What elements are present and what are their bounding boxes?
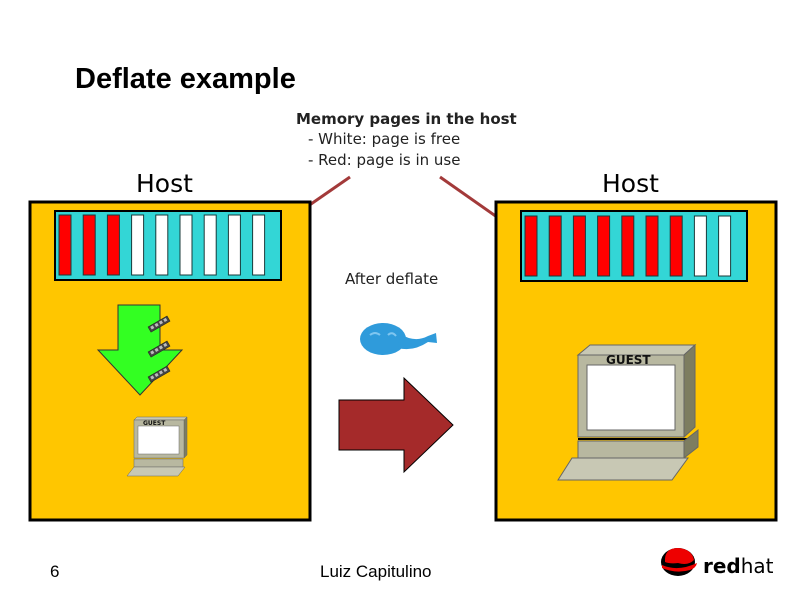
memory-page-used	[548, 215, 562, 277]
after-deflate-label: After deflate	[345, 270, 438, 288]
memory-page-used	[597, 215, 611, 277]
memory-page-free	[693, 215, 707, 277]
memory-page-used	[669, 215, 683, 277]
page-number: 6	[50, 562, 59, 581]
callout-line-3: - Red: page is in use	[308, 151, 460, 169]
deflated-balloon-icon	[360, 323, 437, 355]
author-name: Luiz Capitulino	[320, 562, 432, 581]
memory-page-used	[58, 214, 72, 276]
memory-page-free	[179, 214, 193, 276]
transition-arrow	[338, 376, 454, 474]
memory-page-free	[203, 214, 217, 276]
callout-line-2: - White: page is free	[308, 130, 460, 148]
memory-page-used	[82, 214, 96, 276]
memory-page-used	[106, 214, 120, 276]
right-host-label: Host	[602, 169, 659, 198]
redhat-logo: redhat	[661, 548, 774, 578]
slide-title: Deflate example	[75, 63, 296, 95]
memory-page-free	[227, 214, 241, 276]
callout: Memory pages in the host - White: page i…	[296, 110, 517, 169]
left-host-label: Host	[136, 169, 193, 198]
right-guest-computer: GUEST	[557, 343, 699, 481]
right-memory-pages	[524, 215, 732, 277]
memory-page-used	[621, 215, 635, 277]
memory-page-used	[645, 215, 659, 277]
left-guest-label: GUEST	[143, 420, 166, 427]
memory-page-used	[572, 215, 586, 277]
memory-page-free	[131, 214, 145, 276]
memory-page-free	[155, 214, 169, 276]
right-guest-label: GUEST	[606, 353, 651, 367]
left-guest-computer: GUEST	[126, 416, 188, 477]
memory-page-used	[524, 215, 538, 277]
left-memory-pages	[58, 214, 266, 276]
memory-page-free	[718, 215, 732, 277]
callout-line-1: Memory pages in the host	[296, 110, 517, 128]
memory-page-free	[252, 214, 266, 276]
inflate-arrow	[96, 304, 184, 396]
svg-text:redhat: redhat	[703, 554, 774, 578]
